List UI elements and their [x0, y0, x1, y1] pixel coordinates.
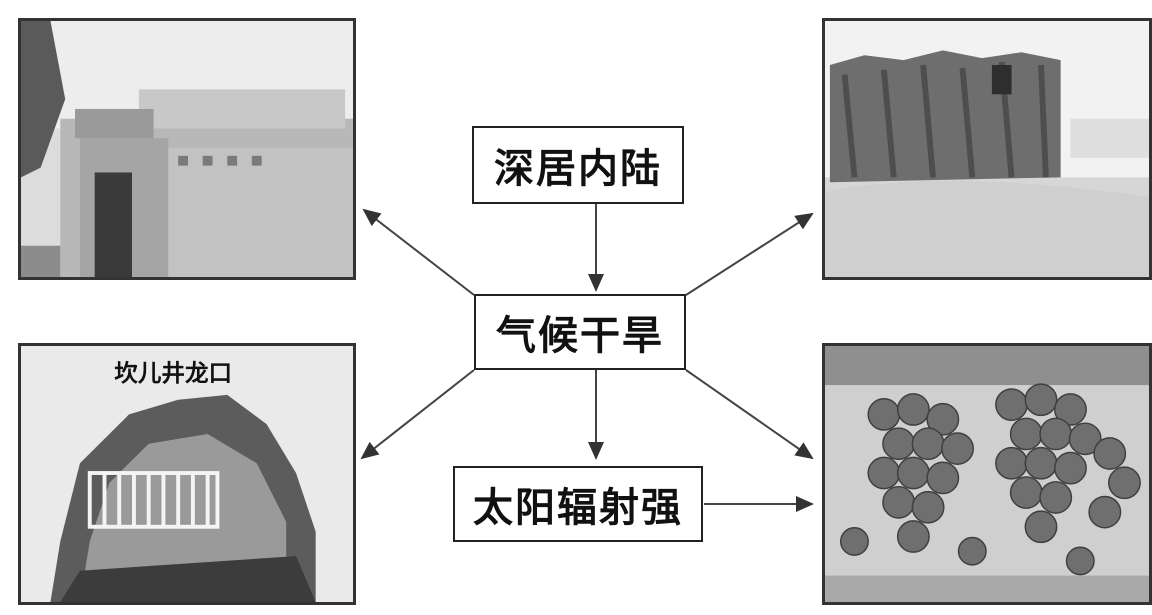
house-illustration [21, 21, 353, 277]
photo-flat-roof-house [18, 18, 356, 280]
node-solar-label: 太阳辐射强 [473, 484, 683, 531]
arrow-arid-to-house [362, 208, 475, 296]
karez-illustration: 坎儿井龙口 [21, 346, 353, 602]
node-inland-label: 深居内陆 [494, 145, 662, 192]
karez-caption: 坎儿井龙口 [114, 359, 232, 387]
grapes-illustration [825, 346, 1149, 602]
node-inland: 深居内陆 [472, 126, 684, 204]
node-arid-label: 气候干旱 [496, 312, 664, 359]
photo-grapes [822, 343, 1152, 605]
arrow-arid-to-karez [360, 369, 475, 460]
photo-karez-entrance: 坎儿井龙口 [18, 343, 356, 605]
arrow-arid-to-grapes [685, 369, 814, 460]
photo-earthen-wall [822, 18, 1152, 280]
wall-illustration [825, 21, 1149, 277]
node-arid-climate: 气候干旱 [474, 294, 686, 370]
arrow-arid-to-wall [685, 212, 814, 296]
node-strong-solar-radiation: 太阳辐射强 [453, 466, 703, 542]
